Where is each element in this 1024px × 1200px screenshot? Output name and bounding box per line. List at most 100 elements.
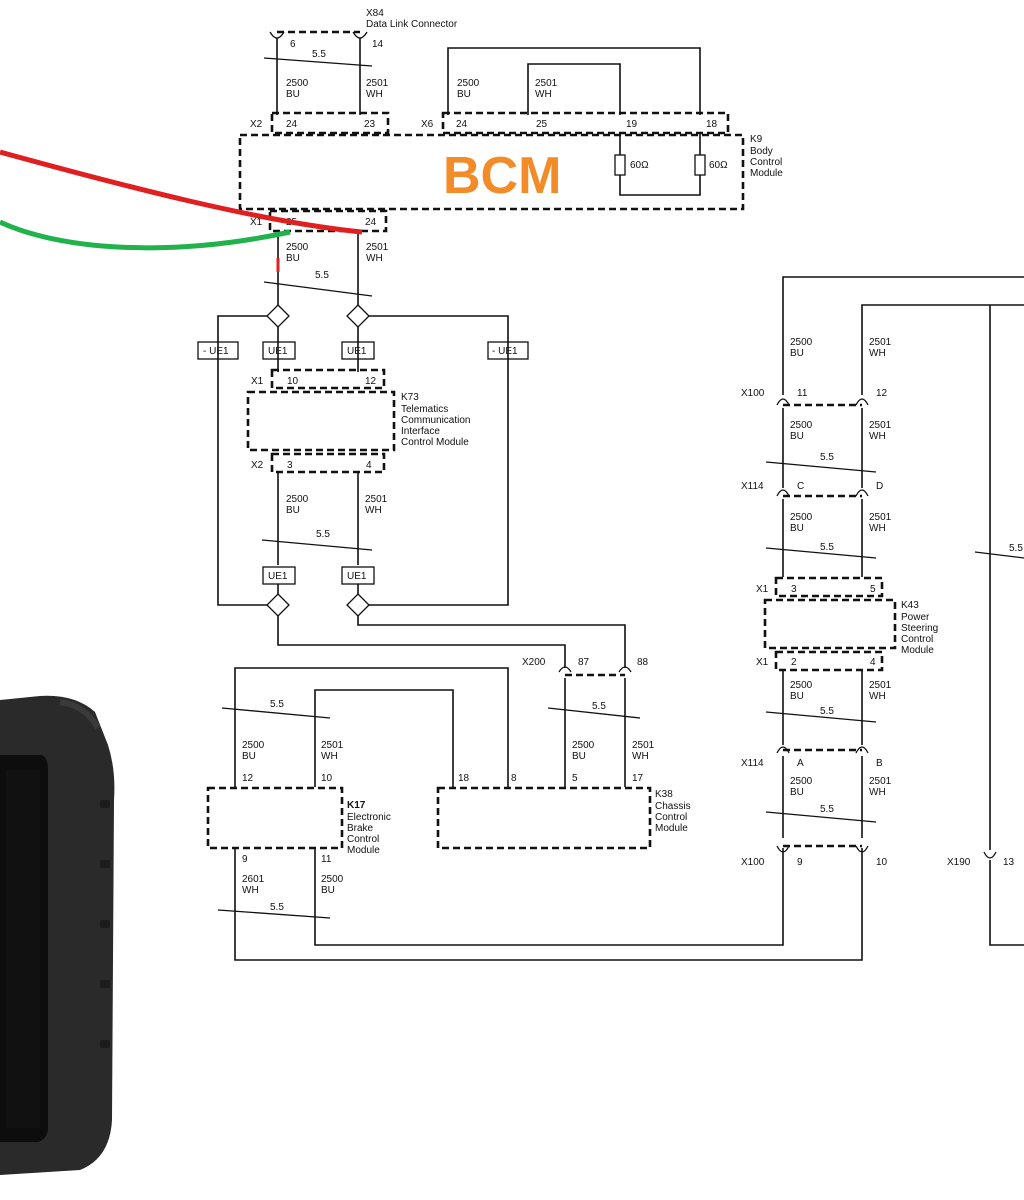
x200-connector: X200 87 88 — [522, 657, 649, 677]
svg-text:24: 24 — [286, 119, 298, 130]
svg-text:12: 12 — [365, 376, 377, 387]
green-probe-wire — [0, 219, 291, 251]
svg-text:3: 3 — [287, 460, 293, 471]
splice-labels-lower: UE1 UE1 — [262, 566, 375, 585]
svg-text:UE1: UE1 — [347, 346, 367, 357]
dlc-name: Data Link Connector — [366, 19, 458, 30]
twist-pitch: 5.5 — [820, 452, 834, 463]
dlc-pin-6: 6 — [290, 39, 296, 50]
svg-text:X1: X1 — [756, 584, 769, 595]
bcm-ref: K9 — [750, 134, 763, 145]
svg-text:9: 9 — [242, 854, 248, 865]
svg-text:X100: X100 — [741, 857, 765, 868]
svg-text:- UE1: - UE1 — [203, 346, 229, 357]
svg-text:UE1: UE1 — [347, 571, 367, 582]
x114-upper: X114 C D — [741, 481, 883, 497]
svg-text:UE1: UE1 — [268, 346, 288, 357]
svg-text:X200: X200 — [522, 657, 546, 668]
svg-text:X6: X6 — [421, 119, 434, 130]
twist-pitch: 5.5 — [270, 902, 284, 913]
svg-text:25: 25 — [536, 119, 548, 130]
svg-text:D: D — [876, 481, 883, 492]
svg-text:4: 4 — [366, 460, 372, 471]
twist-pitch: 5.5 — [592, 701, 606, 712]
svg-text:10: 10 — [321, 773, 333, 784]
splice-diamond — [346, 304, 370, 328]
svg-text:13: 13 — [1003, 857, 1015, 868]
svg-text:12: 12 — [876, 388, 888, 399]
svg-text:24: 24 — [456, 119, 468, 130]
svg-text:11: 11 — [321, 854, 332, 865]
svg-text:10: 10 — [876, 857, 888, 868]
dlc-pin-14: 14 — [372, 39, 384, 50]
svg-text:C: C — [797, 481, 804, 492]
svg-text:X1: X1 — [251, 376, 264, 387]
svg-text:12: 12 — [242, 773, 254, 784]
svg-text:X100: X100 — [741, 388, 765, 399]
x190-connector: X190 13 — [947, 851, 1015, 868]
svg-text:X1: X1 — [756, 657, 769, 668]
svg-text:5: 5 — [870, 584, 876, 595]
svg-text:4: 4 — [870, 657, 876, 668]
bcm-overlay-label: BCM — [443, 147, 561, 205]
svg-text:UE1: UE1 — [268, 571, 288, 582]
twist-pitch: 5.5 — [1009, 543, 1023, 554]
svg-text:X1: X1 — [250, 217, 263, 228]
svg-text:18: 18 — [458, 773, 470, 784]
svg-text:10: 10 — [287, 376, 299, 387]
svg-text:23: 23 — [364, 119, 376, 130]
svg-text:X114: X114 — [741, 758, 764, 769]
x100-upper: X100 11 12 — [741, 388, 888, 406]
svg-text:3: 3 — [791, 584, 797, 595]
svg-text:K17: K17 — [347, 800, 366, 811]
svg-text:87: 87 — [578, 657, 590, 668]
svg-text:K38: K38 — [655, 789, 673, 800]
x100-lower: X100 9 10 — [741, 844, 888, 868]
svg-text:K43: K43 — [901, 600, 919, 611]
dlc-connector: 6 14 X84 Data Link Connector — [269, 8, 458, 50]
red-probe-wire — [0, 149, 363, 235]
svg-text:X114: X114 — [741, 481, 764, 492]
svg-text:19: 19 — [626, 119, 638, 130]
twist-pitch: 5.5 — [315, 270, 329, 281]
svg-text:X2: X2 — [250, 119, 263, 130]
svg-text:88: 88 — [637, 657, 649, 668]
svg-text:17: 17 — [632, 773, 644, 784]
svg-text:K73: K73 — [401, 392, 419, 403]
bcm-connector-x6: X6 24 25 19 18 — [421, 111, 730, 135]
svg-text:24: 24 — [365, 217, 377, 228]
splice-diamond — [266, 304, 290, 328]
twist-pitch: 5.5 — [820, 706, 834, 717]
svg-text:- UE1: - UE1 — [492, 346, 518, 357]
svg-text:11: 11 — [797, 388, 808, 399]
twist-pitch: 5.5 — [316, 529, 330, 540]
svg-text:X190: X190 — [947, 857, 971, 868]
twist-pitch: 5.5 — [312, 49, 326, 60]
svg-text:A: A — [797, 758, 804, 769]
resistor-60-ohm: 60Ω — [630, 160, 649, 171]
